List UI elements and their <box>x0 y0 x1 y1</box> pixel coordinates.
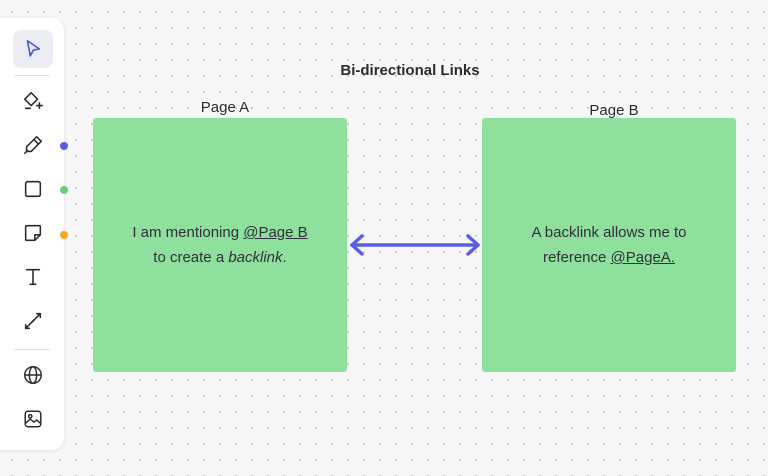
page-a-label: Page A <box>200 99 250 116</box>
toolbar <box>0 18 64 450</box>
sticky-color-dot[interactable] <box>60 231 68 239</box>
canvas-title: Bi-directional Links <box>340 62 480 79</box>
image-tool-button[interactable] <box>13 400 53 438</box>
text-icon <box>25 268 41 286</box>
connector-icon <box>24 312 42 330</box>
sticky-note-tool-button[interactable] <box>13 214 53 252</box>
page-b-text-line1: A backlink allows me to <box>531 224 687 241</box>
arrow-head-right <box>466 234 480 256</box>
page-a-mention-link[interactable]: @PageA. <box>610 249 675 266</box>
page-b-label: Page B <box>589 102 639 119</box>
embed-tool-button[interactable] <box>13 356 53 394</box>
connector-tool-button[interactable] <box>13 302 53 340</box>
text-tool-button[interactable] <box>13 258 53 296</box>
sticky-note-icon <box>24 224 42 242</box>
select-tool-button[interactable] <box>13 30 53 68</box>
pen-color-dot[interactable] <box>60 142 68 150</box>
rectangle-tool-button[interactable] <box>13 170 53 208</box>
bidirectional-arrow[interactable] <box>346 230 484 260</box>
page-b-card[interactable]: A backlink allows me to reference @PageA… <box>482 118 736 372</box>
globe-icon <box>24 366 42 384</box>
shapes-tool-button[interactable] <box>13 82 53 120</box>
image-icon <box>24 410 42 428</box>
pointer-icon <box>26 39 41 57</box>
page-a-text-end: . <box>282 249 287 266</box>
page-a-text-line2: to create a <box>153 249 229 266</box>
page-a-text-start: I am mentioning <box>132 224 244 241</box>
page-b-text-line2: reference <box>543 249 611 266</box>
page-a-text: I am mentioning @Page B to create a back… <box>112 220 327 270</box>
shapes-add-icon <box>23 91 43 110</box>
toolbar-divider <box>14 349 50 350</box>
shape-color-dot[interactable] <box>60 186 68 194</box>
pen-tool-button[interactable] <box>13 126 53 164</box>
backlink-emphasis: backlink <box>228 249 283 266</box>
toolbar-divider <box>14 75 50 76</box>
page-b-mention-link[interactable]: @Page B <box>243 224 308 241</box>
page-b-text: A backlink allows me to reference @PageA… <box>511 220 706 270</box>
arrow-head-left <box>350 234 364 256</box>
pen-icon <box>23 135 43 155</box>
rectangle-icon <box>24 180 42 198</box>
page-a-card[interactable]: I am mentioning @Page B to create a back… <box>93 118 347 372</box>
